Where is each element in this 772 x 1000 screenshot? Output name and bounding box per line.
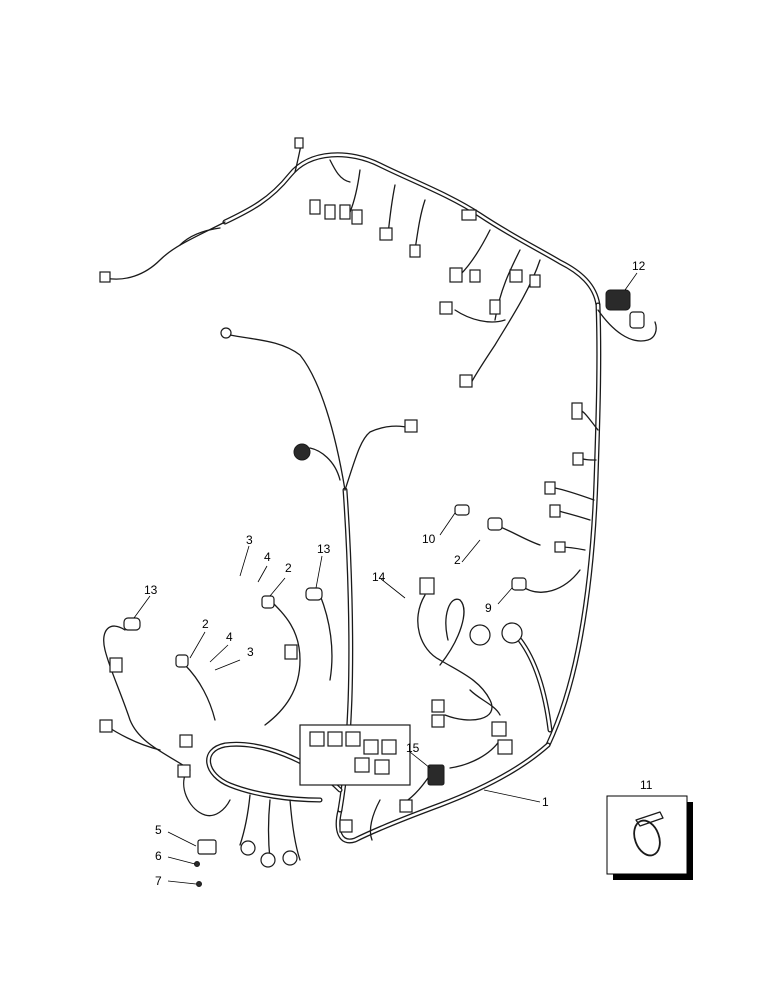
callout-5: 5 (155, 823, 162, 837)
item-11-inset (606, 795, 693, 880)
callout-4-b: 4 (226, 630, 233, 644)
callout-1: 1 (542, 795, 549, 809)
callout-7: 7 (155, 874, 162, 888)
callout-12: 12 (632, 259, 646, 273)
main-harness (206, 152, 602, 844)
branch-wires (103, 139, 657, 861)
callout-3-b: 3 (247, 645, 254, 659)
callout-2-c: 2 (454, 553, 461, 567)
callout-2-b: 2 (202, 617, 209, 631)
cable-tie-icon (633, 819, 661, 857)
callout-2-a: 2 (285, 561, 292, 575)
callout-13-b: 13 (317, 542, 331, 556)
callout-13-a: 13 (144, 583, 158, 597)
callout-10: 10 (422, 532, 436, 546)
callout-3-a: 3 (246, 533, 253, 547)
callout-labels: 1 2 2 2 3 3 4 4 5 6 7 9 10 11 12 13 13 1… (144, 259, 653, 888)
callout-15: 15 (406, 741, 420, 755)
callout-14: 14 (372, 570, 386, 584)
callout-4-a: 4 (264, 550, 271, 564)
connectors (99, 137, 645, 887)
callout-6: 6 (155, 849, 162, 863)
callout-9: 9 (485, 601, 492, 615)
leader-lines (133, 272, 638, 885)
callout-11: 11 (640, 778, 653, 792)
